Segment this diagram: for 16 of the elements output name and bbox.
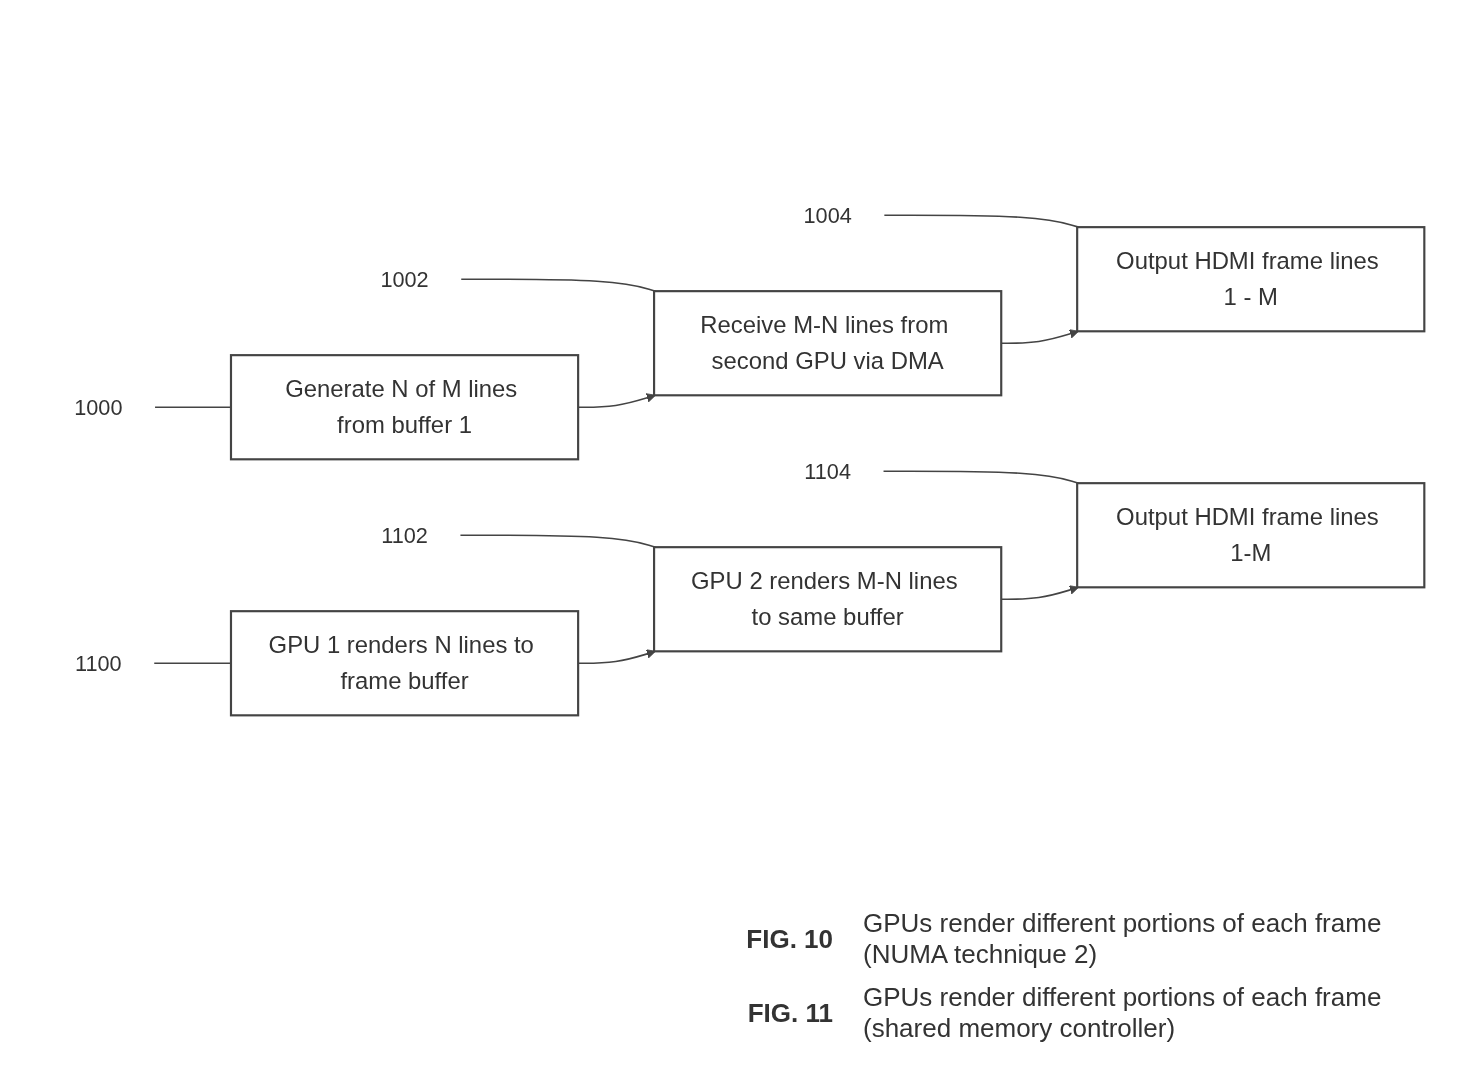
node-box: Output HDMI frame lines 1 - M	[1076, 226, 1426, 333]
node-box: Receive M-N lines from second GPU via DMA	[653, 290, 1003, 397]
node-text: 1004	[803, 203, 852, 228]
node-box: GPU 2 renders M-N lines to same buffer	[653, 546, 1003, 653]
figure-caption: GPUs render different portions of each frame (shared memory controller)	[863, 982, 1383, 1044]
figure-number: FIG. 11	[747, 997, 833, 1029]
node-box: GPU 1 renders N lines to frame buffer	[229, 610, 580, 717]
node-box: Generate N of M lines from buffer 1	[229, 354, 580, 461]
node-box: Output HDMI frame lines 1-M	[1076, 482, 1426, 589]
node-text: 1100	[75, 651, 122, 676]
node-text: 1104	[804, 459, 851, 484]
figure-number: FIG. 10	[746, 923, 833, 955]
node-text: 1000	[74, 395, 123, 420]
node-text: 1002	[380, 267, 429, 292]
figure-caption: GPUs render different portions of each frame (NUMA technique 2)	[863, 908, 1383, 970]
node-text: 1102	[381, 523, 428, 548]
